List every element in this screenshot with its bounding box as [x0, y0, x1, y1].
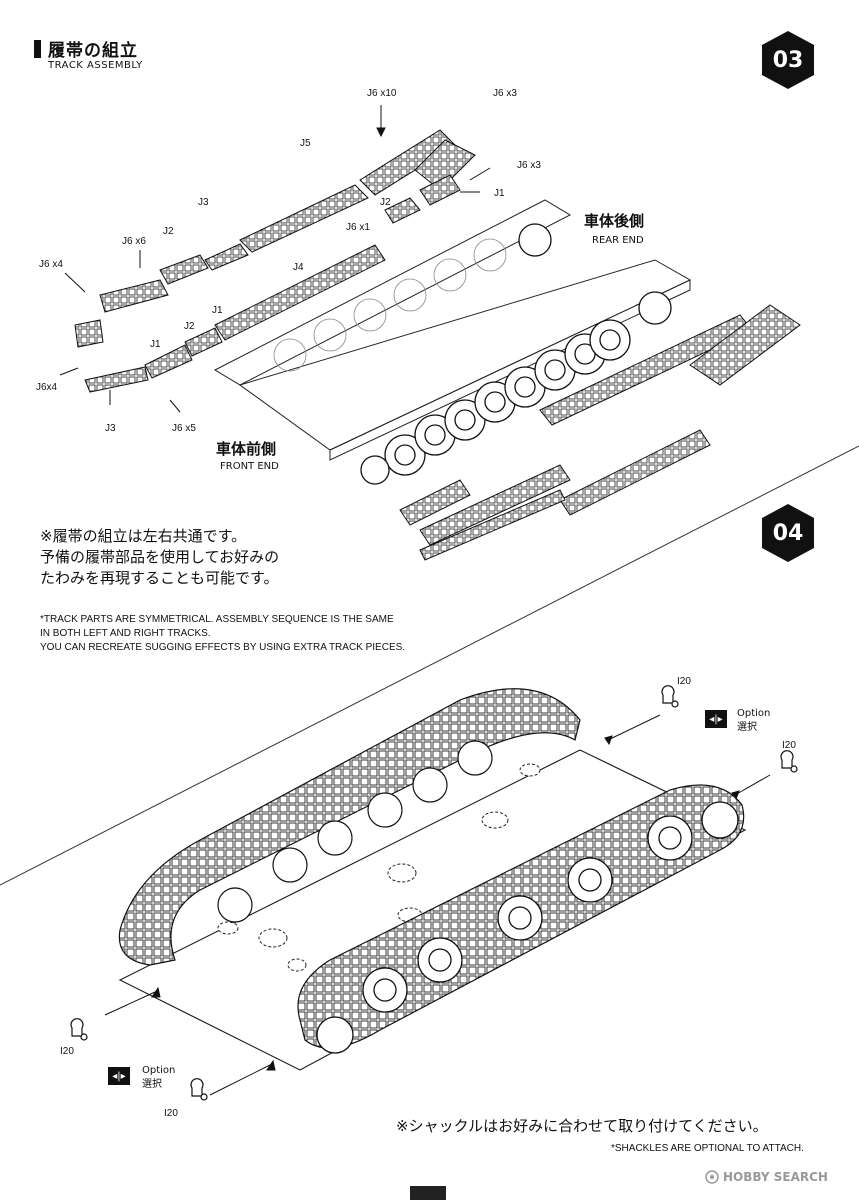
part-label: J6 x1 — [346, 222, 370, 233]
part-label: J6 x5 — [172, 423, 196, 434]
part-label-i20: I20 — [60, 1046, 74, 1057]
shackle-arrows — [104, 714, 771, 1096]
section-title-jp: 履帯の組立 — [48, 41, 138, 61]
note-jp-line: たわみを再現することも可能です。 — [40, 569, 279, 587]
step-04-badge: 04 — [758, 503, 818, 563]
front-end-label-en: FRONT END — [220, 461, 279, 472]
hexagon-icon — [762, 31, 814, 89]
part-label-i20: I20 — [782, 740, 796, 751]
option-label-jp: 選択 — [142, 1079, 162, 1090]
step-number: 04 — [772, 520, 804, 546]
part-label: J6 x6 — [122, 236, 146, 247]
left-track-loop — [118, 688, 581, 966]
page-number-block — [410, 1186, 446, 1200]
option-label-en: Option — [737, 708, 771, 719]
hull-chassis — [213, 199, 692, 461]
part-label: J1 — [150, 339, 161, 350]
option-icon: ◂|▸ — [108, 1067, 130, 1085]
option-icon: ◂|▸ — [705, 710, 727, 728]
part-label: J6x4 — [36, 382, 58, 393]
section-title-en: TRACK ASSEMBLY — [48, 60, 143, 71]
shackle-icon — [70, 685, 798, 1101]
step-03-badge: 03 — [758, 30, 818, 90]
shackle-note-jp: ※シャックルはお好みに合わせて取り付けてください。 — [396, 1117, 768, 1135]
note-en-line: IN BOTH LEFT AND RIGHT TRACKS. — [40, 628, 211, 639]
part-label: J2 — [380, 197, 391, 208]
option-label-en: Option — [142, 1065, 176, 1076]
note-jp-line: ※履帯の組立は左右共通です。 — [40, 527, 247, 545]
hobby-search-logo-icon — [705, 1170, 719, 1184]
part-label: J6 x3 — [517, 160, 541, 171]
part-label: J6 x4 — [39, 259, 63, 270]
rear-end-label-en: REAR END — [592, 235, 644, 246]
part-label: J3 — [105, 423, 116, 434]
title-bar-marker — [34, 40, 41, 58]
option-label-jp: 選択 — [737, 722, 757, 733]
hexagon-icon — [762, 504, 814, 562]
part-label: J5 — [300, 138, 311, 149]
step3-track-assembly-illustration — [59, 105, 801, 561]
step4-completed-tracks-illustration — [70, 685, 798, 1101]
part-label: J6 x3 — [493, 88, 517, 99]
front-end-label-jp: 車体前側 — [216, 440, 277, 458]
right-track-segments — [399, 304, 801, 561]
part-label-i20: I20 — [677, 676, 691, 687]
part-label: J1 — [494, 188, 505, 199]
rear-end-label-jp: 車体後側 — [584, 212, 645, 230]
part-label: J3 — [198, 197, 209, 208]
watermark-text: HOBBY SEARCH — [723, 1170, 828, 1184]
callout-arrows — [59, 105, 491, 413]
left-track-upper-segments — [99, 129, 476, 313]
shackle-note-en: *SHACKLES ARE OPTIONAL TO ATTACH. — [611, 1143, 804, 1154]
road-wheels — [360, 223, 672, 485]
part-label-i20: I20 — [164, 1108, 178, 1119]
part-label: J4 — [293, 262, 304, 273]
part-label: J2 — [163, 226, 174, 237]
note-en-line: YOU CAN RECREATE SUGGING EFFECTS BY USIN… — [40, 642, 406, 653]
hull-hatches — [217, 763, 541, 972]
step-number: 03 — [772, 47, 804, 73]
part-label: J2 — [184, 321, 195, 332]
right-track-loop — [297, 784, 745, 1054]
part-label: J1 — [212, 305, 223, 316]
watermark: HOBBY SEARCH — [705, 1170, 828, 1184]
note-en-line: *TRACK PARTS ARE SYMMETRICAL. ASSEMBLY S… — [40, 614, 394, 625]
part-label: J6 x10 — [367, 88, 397, 99]
left-track-lower-segments — [74, 244, 386, 393]
note-jp-line: 予備の履帯部品を使用してお好みの — [40, 548, 280, 566]
